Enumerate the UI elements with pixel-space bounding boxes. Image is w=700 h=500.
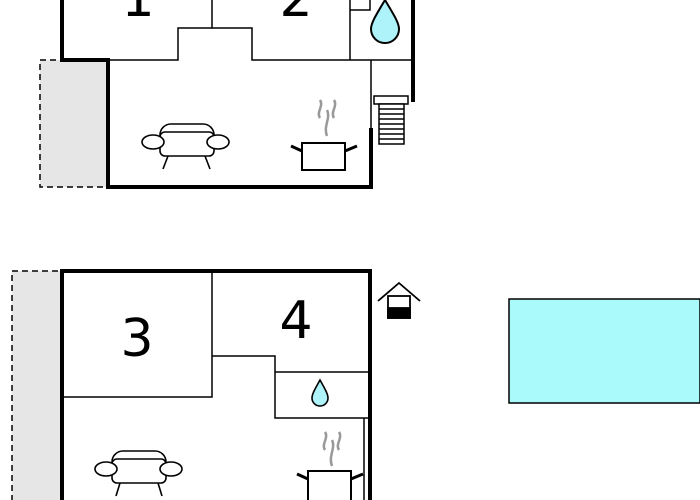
lower-terrace: [11, 270, 63, 500]
stairs-icon: [373, 95, 409, 145]
cooking-pot-icon: [296, 431, 364, 500]
room-2-label: 2: [279, 0, 312, 29]
water-drop-icon: [311, 378, 329, 407]
room-3-label: 3: [120, 309, 153, 369]
lower-outer-wall: [60, 269, 372, 500]
lower-room4-wall: [212, 355, 370, 419]
lower-room3-wall: [62, 271, 213, 398]
sofa-icon: [141, 123, 230, 170]
upper-unit: 1 2: [39, 0, 415, 189]
upper-terrace: [39, 59, 109, 188]
room-1-label: 1: [121, 0, 154, 29]
upper-room2-wall: [212, 27, 413, 61]
cooking-pot-icon: [290, 99, 358, 171]
room-4-label: 4: [279, 291, 312, 351]
upper-outer-wall: [60, 0, 373, 189]
well-icon: [377, 281, 421, 319]
water-drop-icon: [369, 0, 401, 44]
upper-room-divider: [108, 0, 213, 61]
pool: [508, 298, 700, 404]
upper-bath-wall: [349, 0, 371, 60]
sofa-icon: [94, 450, 183, 497]
lower-unit: 3 4: [11, 269, 700, 500]
